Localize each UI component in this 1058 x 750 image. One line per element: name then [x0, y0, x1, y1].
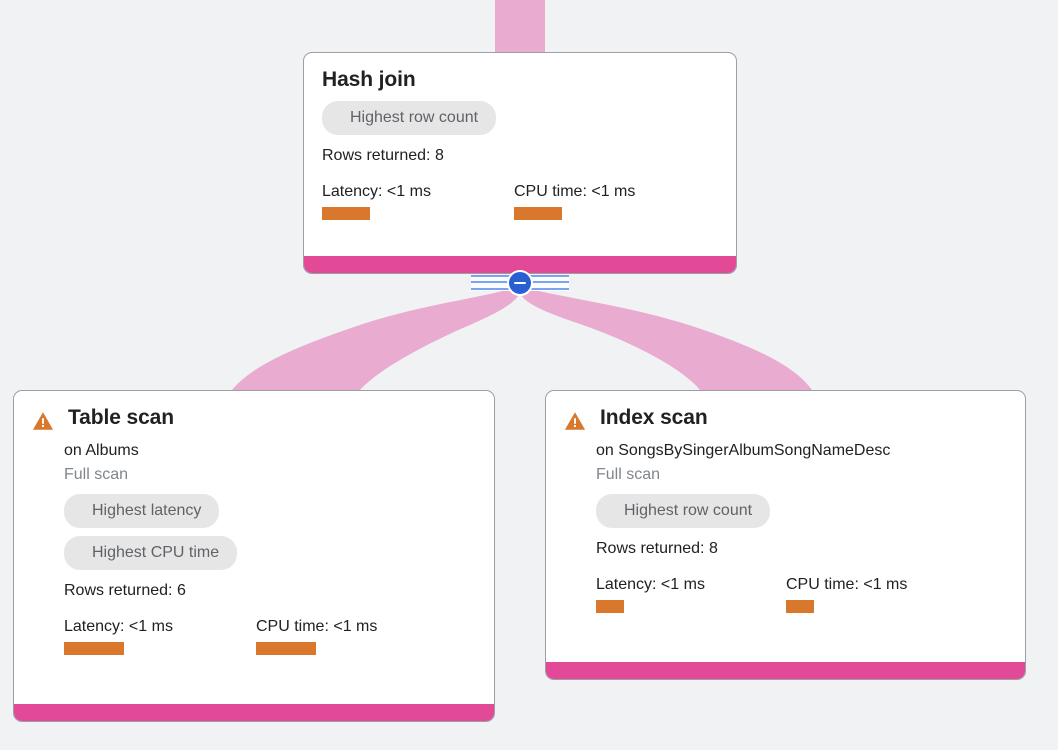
metric-latency: Latency: <1 ms — [322, 181, 514, 220]
node-title: Hash join — [322, 68, 416, 91]
metric-cpu-time-bar — [786, 600, 814, 613]
metric-latency-label: Latency: <1 ms — [64, 618, 173, 635]
metric-latency-bar — [64, 642, 124, 655]
badge-highest-row-count[interactable]: Highest row count — [596, 494, 771, 528]
metric-cpu-time: CPU time: <1 ms — [786, 574, 907, 613]
edge-into-hash-join — [495, 0, 545, 58]
table-scan-chip-list: Highest latency Highest CPU time — [64, 486, 476, 570]
node-accent-bar — [14, 704, 494, 721]
rows-returned-label: Rows returned: 6 — [64, 582, 186, 599]
table-scan-metrics: Latency: <1 ms CPU time: <1 ms — [64, 616, 476, 655]
table-scan-title-row: Table scan — [32, 405, 476, 432]
metric-latency-bar — [596, 600, 624, 613]
index-scan-chip-list: Highest row count — [596, 486, 1007, 528]
warning-triangle-icon — [564, 412, 586, 430]
table-scan-body: Table scan on Albums Full scan Highest l… — [14, 391, 494, 671]
node-accent-bar — [304, 256, 736, 273]
node-subtitle: on Albums — [64, 442, 139, 459]
node-title: Table scan — [68, 406, 174, 429]
node-hash-join[interactable]: Hash join Highest row count Rows returne… — [303, 52, 737, 274]
metric-latency: Latency: <1 ms — [64, 616, 256, 655]
metric-cpu-time: CPU time: <1 ms — [256, 616, 377, 655]
minus-icon — [514, 281, 526, 285]
hash-join-chip-list: Highest row count — [322, 93, 718, 135]
metric-latency-label: Latency: <1 ms — [322, 183, 431, 200]
edge-hash-join-to-index-scan — [522, 288, 812, 390]
metric-cpu-time-bar — [256, 642, 316, 655]
metric-latency-bar — [322, 207, 370, 220]
index-scan-details: on SongsBySingerAlbumSongNameDesc Full s… — [564, 440, 1007, 613]
metric-cpu-time-label: CPU time: <1 ms — [514, 183, 636, 200]
badge-highest-cpu-time[interactable]: Highest CPU time — [64, 536, 238, 570]
node-subtitle: on SongsBySingerAlbumSongNameDesc — [596, 442, 891, 459]
metric-cpu-time-label: CPU time: <1 ms — [786, 576, 908, 593]
metric-cpu-time-bar — [514, 207, 562, 220]
index-scan-body: Index scan on SongsBySingerAlbumSongName… — [546, 391, 1025, 629]
rows-returned-label: Rows returned: 8 — [596, 540, 718, 557]
node-scan-type: Full scan — [64, 466, 129, 483]
node-index-scan[interactable]: Index scan on SongsBySingerAlbumSongName… — [545, 390, 1026, 680]
node-accent-bar — [546, 662, 1025, 679]
index-scan-metrics: Latency: <1 ms CPU time: <1 ms — [596, 574, 1007, 613]
node-title: Index scan — [600, 406, 708, 429]
badge-highest-latency[interactable]: Highest latency — [64, 494, 220, 528]
index-scan-title-row: Index scan — [564, 405, 1007, 432]
table-scan-text-block: Table scan — [68, 405, 174, 431]
badge-highest-row-count[interactable]: Highest row count — [322, 101, 497, 135]
hash-join-metrics: Latency: <1 ms CPU time: <1 ms — [322, 181, 718, 220]
metric-cpu-time: CPU time: <1 ms — [514, 181, 635, 220]
metric-cpu-time-label: CPU time: <1 ms — [256, 618, 378, 635]
node-scan-type: Full scan — [596, 466, 661, 483]
metric-latency-label: Latency: <1 ms — [596, 576, 705, 593]
table-scan-details: on Albums Full scan Highest latency High… — [32, 440, 476, 655]
metric-latency: Latency: <1 ms — [596, 574, 786, 613]
node-table-scan[interactable]: Table scan on Albums Full scan Highest l… — [13, 390, 495, 722]
collapse-node-button[interactable] — [507, 270, 533, 296]
edge-hash-join-to-table-scan — [232, 288, 518, 390]
rows-returned-label: Rows returned: 8 — [322, 147, 444, 164]
hash-join-title-row: Hash join — [322, 67, 718, 93]
hash-join-body: Hash join Highest row count Rows returne… — [304, 53, 736, 236]
index-scan-text-block: Index scan — [600, 405, 708, 431]
warning-triangle-icon — [32, 412, 54, 430]
